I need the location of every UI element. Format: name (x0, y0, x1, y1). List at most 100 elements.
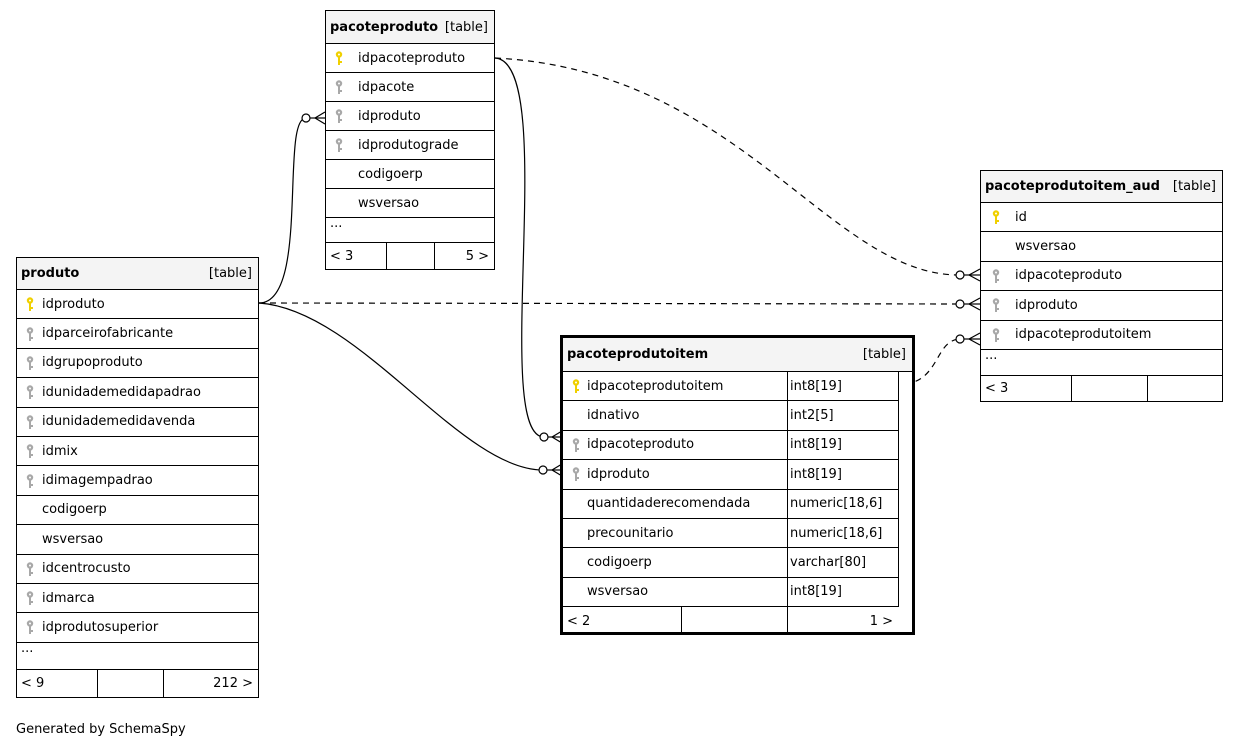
children-count[interactable] (1147, 375, 1222, 401)
column-row[interactable]: idproduto (326, 102, 494, 131)
table-header[interactable]: produto [table] (17, 258, 258, 290)
table-header[interactable]: pacoteprodutoitem [table] (563, 338, 912, 372)
table-footer: < 2 1 > (563, 607, 898, 636)
table-pacoteproduto[interactable]: pacoteproduto [table] idpacoteproduto idp… (325, 10, 495, 270)
column-row[interactable]: id (981, 203, 1222, 233)
table-type: [table] (1172, 179, 1216, 194)
footer-spacer (681, 607, 787, 636)
column-row[interactable]: wsversao (981, 232, 1222, 262)
parents-count[interactable]: < 9 (21, 675, 45, 691)
children-count[interactable]: 5 > (434, 243, 494, 269)
link-produto-to-aud (258, 302, 961, 305)
column-name: codigoerp (42, 502, 107, 518)
column-row[interactable]: idmix (17, 437, 258, 467)
table-header[interactable]: pacoteproduto [table] (326, 11, 494, 44)
primary-key-icon (334, 44, 344, 72)
column-datatype: int8[19] (787, 372, 898, 401)
column-row[interactable]: idprodutograde (326, 131, 494, 160)
scrollbar[interactable] (898, 372, 912, 607)
foreign-key-icon (991, 291, 1001, 319)
column-name: wsversao (42, 531, 104, 547)
column-row[interactable]: idpacoteprodutoitem (981, 321, 1222, 350)
link-produto-to-pacoteproduto (258, 117, 307, 304)
table-header[interactable]: pacoteprodutoitem_aud [table] (981, 171, 1222, 203)
column-row[interactable]: idcentrocusto (17, 555, 258, 584)
table-footer: < 3 5 > (326, 243, 494, 269)
column-row[interactable]: idimagempadrao (17, 466, 258, 496)
foreign-key-icon (25, 437, 35, 465)
column-datatype: int8[19] (787, 577, 898, 607)
column-row[interactable]: wsversao int8[19] (563, 577, 912, 608)
primary-key-icon (991, 203, 1001, 231)
column-row[interactable]: codigoerp (326, 160, 494, 189)
foreign-key-icon (571, 460, 581, 488)
crowfoot-pacoteprodutoitem-idproduto (538, 463, 563, 477)
table-footer: < 3 (981, 375, 1222, 401)
column-row[interactable]: idpacoteprodutoitem int8[19] (563, 372, 912, 402)
column-row[interactable]: idpacoteproduto (326, 44, 494, 73)
column-name: idprodutograde (358, 137, 459, 153)
column-name: codigoerp (587, 555, 652, 571)
column-name: idgrupoproduto (42, 355, 143, 371)
column-name: idpacote (358, 79, 415, 95)
column-row[interactable]: idproduto (17, 290, 258, 320)
column-row[interactable]: idgrupoproduto (17, 349, 258, 379)
crowfoot-aud-idpacoteproduto (955, 268, 981, 282)
column-name: idunidademedidavenda (42, 414, 196, 430)
foreign-key-icon (991, 321, 1001, 349)
column-row[interactable]: codigoerp varchar[80] (563, 548, 912, 578)
table-type: [table] (862, 347, 906, 362)
crowfoot-aud-idproduto (955, 297, 981, 311)
column-name: codigoerp (358, 166, 423, 182)
table-name: pacoteprodutoitem (567, 347, 709, 362)
column-row[interactable]: idparceirofabricante (17, 319, 258, 349)
generated-by-credit: Generated by SchemaSpy (16, 722, 186, 737)
column-name: idmarca (42, 590, 95, 606)
column-name: wsversao (587, 584, 649, 600)
parents-count[interactable]: < 2 (567, 613, 591, 629)
parents-count[interactable]: < 3 (330, 248, 354, 264)
column-row[interactable]: wsversao (326, 189, 494, 218)
column-datatype: int8[19] (787, 430, 898, 460)
column-row[interactable]: codigoerp (17, 496, 258, 526)
column-name: precounitario (587, 525, 674, 541)
footer-spacer (97, 669, 163, 697)
column-row[interactable]: idunidademedidapadrao (17, 378, 258, 408)
foreign-key-icon (25, 584, 35, 612)
column-row[interactable]: idunidademedidavenda (17, 408, 258, 437)
table-pacoteprodutoitem[interactable]: pacoteprodutoitem [table] idpacoteprodut… (560, 335, 915, 636)
more-columns: ... (981, 348, 1222, 376)
column-name: idpacoteprodutoitem (587, 378, 724, 394)
column-row[interactable]: idpacoteproduto (981, 262, 1222, 292)
column-datatype: numeric[18,6] (787, 518, 898, 548)
column-name: idpacoteprodutoitem (1015, 327, 1152, 343)
table-type: [table] (444, 19, 488, 35)
table-name: pacoteproduto (330, 19, 439, 35)
column-row[interactable]: idproduto (981, 291, 1222, 321)
foreign-key-icon (25, 555, 35, 583)
foreign-key-icon (25, 378, 35, 406)
foreign-key-icon (25, 613, 35, 641)
column-row[interactable]: idpacote (326, 73, 494, 102)
parents-count[interactable]: < 3 (985, 380, 1009, 396)
children-count[interactable]: 1 > (787, 607, 898, 636)
more-columns: ... (326, 216, 494, 243)
column-row[interactable]: precounitario numeric[18,6] (563, 518, 912, 549)
column-name: idcentrocusto (42, 561, 131, 577)
foreign-key-icon (991, 262, 1001, 290)
footer-spacer (386, 243, 434, 269)
column-row[interactable]: idmarca (17, 584, 258, 614)
column-name: idprodutosuperior (42, 619, 159, 635)
column-row[interactable]: wsversao (17, 525, 258, 555)
column-datatype: varchar[80] (787, 548, 898, 577)
column-row[interactable]: idprodutosuperior (17, 613, 258, 643)
children-count[interactable]: 212 > (163, 669, 258, 697)
column-name: idpacoteproduto (358, 50, 466, 66)
